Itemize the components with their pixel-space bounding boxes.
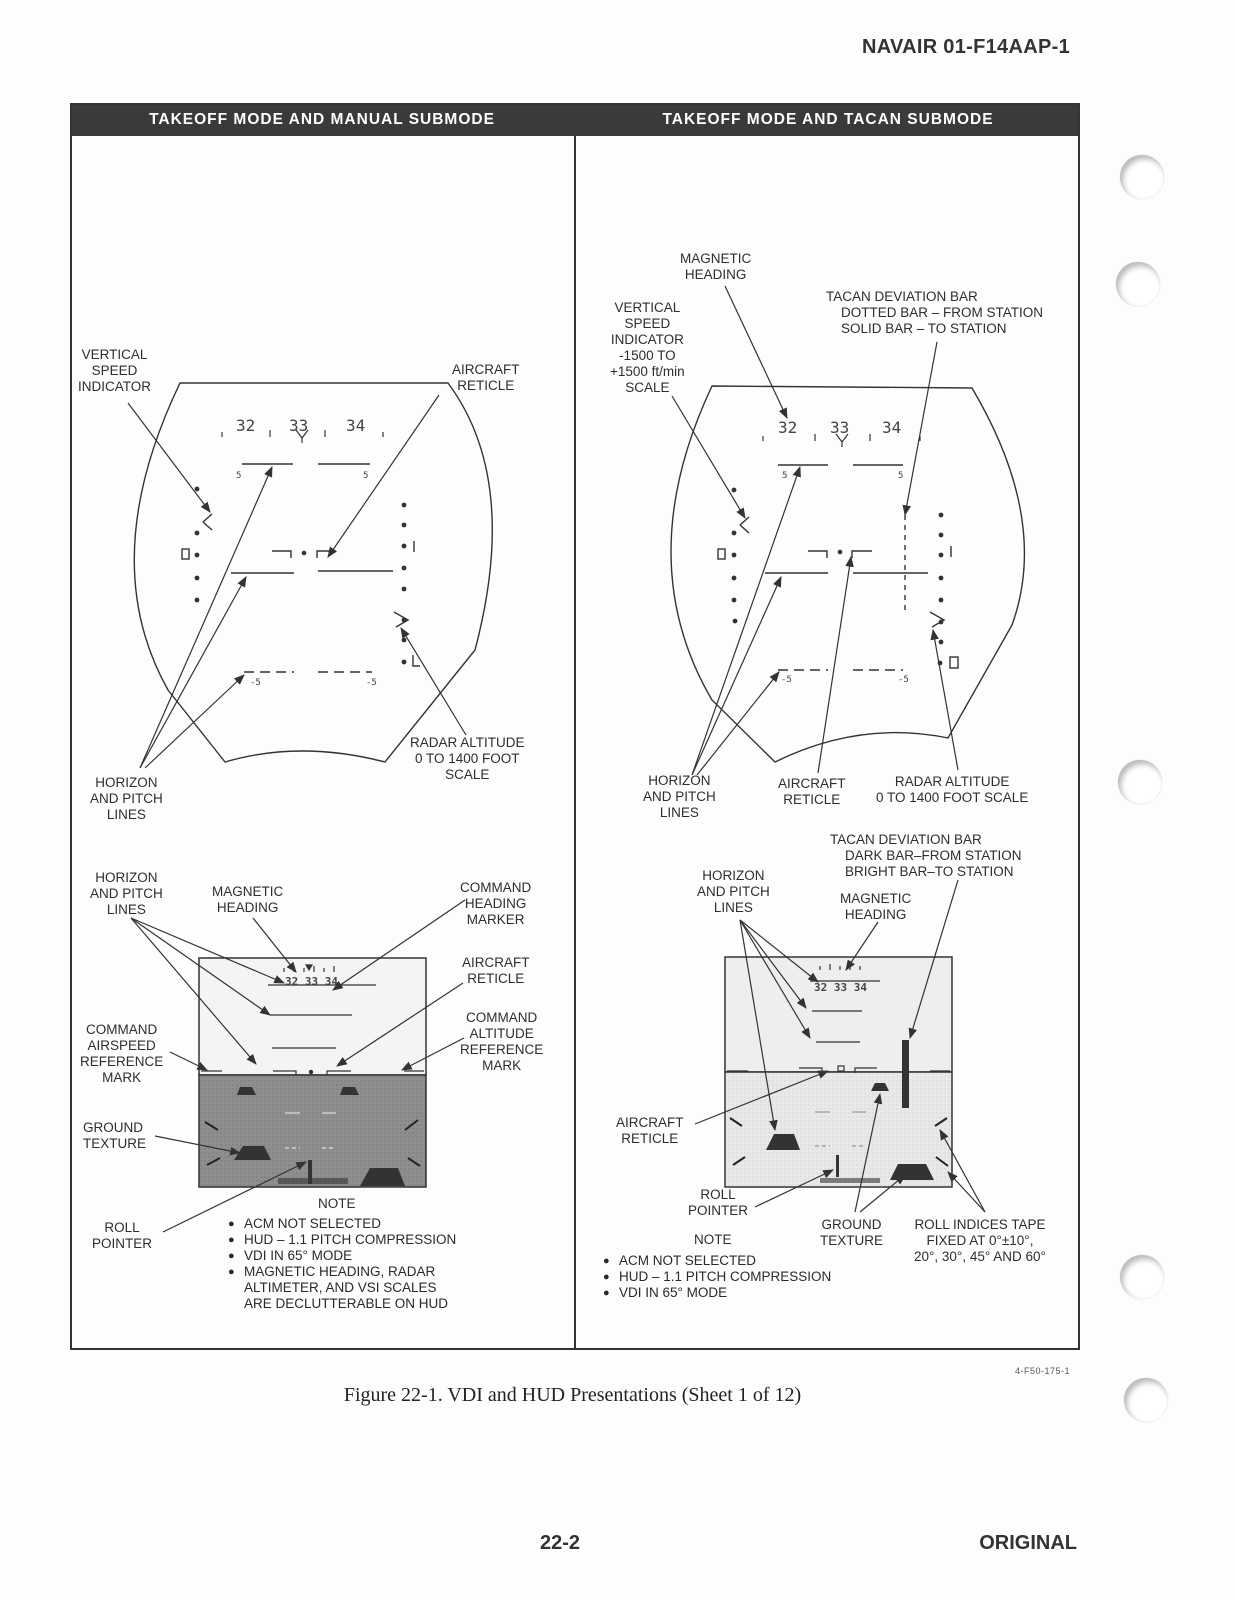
right-vdi-text: 32 33 34 5 5 -5 -5 — [778, 418, 909, 685]
label-command-airspeed-reference-mark: COMMAND AIRSPEED REFERENCE MARK — [80, 1022, 164, 1085]
hud-sky — [724, 956, 953, 1073]
pitch-label: -5 — [781, 675, 792, 685]
header-bar — [70, 103, 1080, 136]
note-item: HUD – 1.1 PITCH COMPRESSION — [603, 1269, 831, 1285]
label-horizon-pitch-lines: HORIZON AND PITCH LINES — [697, 868, 770, 915]
binder-hole — [1118, 760, 1162, 804]
panel-divider — [574, 136, 576, 1350]
label-roll-pointer: ROLL POINTER — [92, 1220, 153, 1251]
label-horizon-pitch-lines: HORIZON AND PITCH LINES — [90, 870, 163, 917]
heading-digit: 32 — [236, 416, 255, 435]
label-aircraft-reticle: AIRCRAFT RETICLE — [616, 1115, 684, 1146]
label-aircraft-reticle: AIRCRAFT RETICLE — [462, 955, 530, 986]
label-tacan-deviation-bar: TACAN DEVIATION BAR DARK BAR–FROM STATIO… — [830, 832, 1022, 879]
heading-digit: 33 — [830, 418, 849, 437]
pitch-label: 5 — [363, 471, 368, 481]
left-vdi-text: 32 33 34 5 5 -5 -5 — [236, 416, 377, 688]
label-magnetic-heading: MAGNETIC HEADING — [212, 884, 284, 915]
note-item: VDI IN 65° MODE — [228, 1248, 456, 1264]
pitch-label: -5 — [366, 678, 377, 688]
hud-heading-digits: 32 33 34 — [285, 975, 338, 988]
figure-caption: Figure 22-1. VDI and HUD Presentations (… — [343, 1384, 802, 1406]
right-notes-list: ACM NOT SELECTED HUD – 1.1 PITCH COMPRES… — [603, 1253, 831, 1301]
right-vdi-display — [670, 285, 1026, 776]
left-notes-list: ACM NOT SELECTED HUD – 1.1 PITCH COMPRES… — [228, 1216, 456, 1312]
label-magnetic-heading: MAGNETIC HEADING — [680, 251, 752, 282]
right-note-title: NOTE — [694, 1232, 732, 1247]
hud-heading-digits: 32 33 34 — [814, 981, 867, 994]
pitch-label: 5 — [782, 471, 787, 481]
label-horizon-pitch-lines: HORIZON AND PITCH LINES — [643, 773, 716, 820]
label-radar-altitude: RADAR ALTITUDE 0 TO 1400 FOOT SCALE — [876, 774, 1029, 805]
label-horizon-pitch-lines: HORIZON AND PITCH LINES — [90, 775, 163, 822]
heading-digit: 33 — [289, 416, 308, 435]
pitch-label: -5 — [250, 678, 261, 688]
note-item: VDI IN 65° MODE — [603, 1285, 831, 1301]
pitch-label: -5 — [898, 675, 909, 685]
label-radar-altitude: RADAR ALTITUDE 0 TO 1400 FOOT SCALE — [410, 735, 525, 782]
page-number: 22-2 — [540, 1532, 581, 1554]
document-id: NAVAIR 01-F14AAP-1 — [861, 36, 1070, 58]
left-note-title: NOTE — [318, 1196, 356, 1211]
label-vertical-speed-indicator: VERTICAL SPEED INDICATOR — [78, 347, 152, 394]
note-item: ACM NOT SELECTED — [603, 1253, 831, 1269]
pitch-label: 5 — [898, 471, 903, 481]
binder-hole — [1124, 1378, 1168, 1422]
label-command-heading-marker: COMMAND HEADING MARKER — [460, 880, 532, 927]
binder-hole — [1116, 262, 1160, 306]
label-aircraft-reticle: AIRCRAFT RETICLE — [778, 776, 846, 807]
label-vertical-speed-indicator: VERTICAL SPEED INDICATOR -1500 TO +1500 … — [610, 300, 685, 395]
left-panel-title: TAKEOFF MODE AND MANUAL SUBMODE — [149, 111, 495, 128]
vdi-outline — [670, 385, 1026, 763]
binder-hole — [1120, 155, 1164, 199]
label-ground-texture: GROUND TEXTURE — [820, 1217, 884, 1248]
heading-digit: 34 — [346, 416, 365, 435]
left-hud-display: 32 33 34 — [130, 899, 466, 1233]
label-magnetic-heading: MAGNETIC HEADING — [840, 891, 912, 922]
revision-status: ORIGINAL — [979, 1532, 1077, 1554]
right-panel-title: TAKEOFF MODE AND TACAN SUBMODE — [662, 111, 994, 128]
hud-sky — [198, 957, 427, 1076]
label-aircraft-reticle: AIRCRAFT RETICLE — [452, 362, 520, 393]
label-tacan-deviation-bar: TACAN DEVIATION BAR DOTTED BAR – FROM ST… — [826, 289, 1044, 336]
label-roll-pointer: ROLL POINTER — [688, 1187, 749, 1218]
note-item: MAGNETIC HEADING, RADAR ALTIMETER, AND V… — [228, 1264, 456, 1312]
left-vdi-display — [127, 382, 493, 769]
heading-digit: 32 — [778, 418, 797, 437]
binder-hole — [1120, 1255, 1164, 1299]
figure-id: 4-F50-175-1 — [1014, 1366, 1070, 1376]
right-hud-display: 32 33 34 — [694, 879, 986, 1213]
label-roll-indices-tape: ROLL INDICES TAPE FIXED AT 0°±10°, 20°, … — [914, 1217, 1046, 1264]
label-command-altitude-reference-mark: COMMAND ALTITUDE REFERENCE MARK — [460, 1010, 544, 1073]
label-ground-texture: GROUND TEXTURE — [83, 1120, 147, 1151]
pitch-label: 5 — [236, 471, 241, 481]
note-item: HUD – 1.1 PITCH COMPRESSION — [228, 1232, 456, 1248]
note-item: ACM NOT SELECTED — [228, 1216, 456, 1232]
vdi-outline — [133, 382, 493, 763]
heading-digit: 34 — [882, 418, 901, 437]
